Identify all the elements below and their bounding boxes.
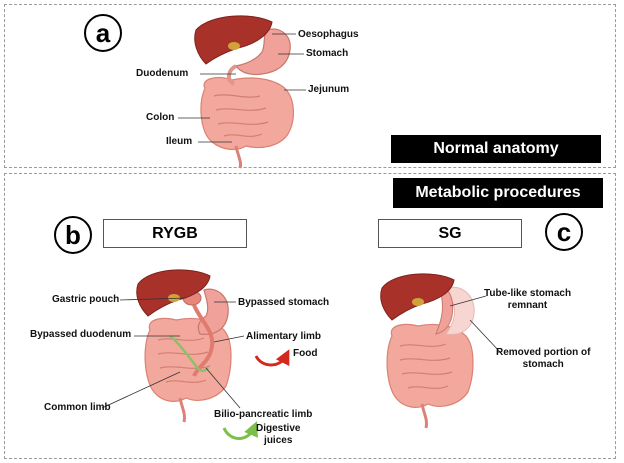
- panel-normal-anatomy: [4, 4, 616, 168]
- label-stomach: Stomach: [306, 48, 349, 59]
- panel-b-letter: b: [54, 216, 92, 254]
- normal-anatomy-figure: [194, 15, 294, 169]
- panel-a-leader-lines: [178, 33, 306, 143]
- rygb-figure: [136, 269, 232, 423]
- normal-anatomy-banner: Normal anatomy: [391, 135, 601, 163]
- sg-title-box: SG: [378, 219, 522, 248]
- label-bypassed-stomach: Bypassed stomach: [238, 297, 330, 308]
- label-bilio-pancreatic-limb: Bilio-pancreatic limb: [214, 409, 313, 420]
- label-tube-stomach: Tube-like stomach remnant: [484, 288, 572, 311]
- label-removed-portion: Removed portion of stomach: [496, 347, 591, 370]
- food-arrow: [254, 349, 290, 367]
- label-bypassed-duodenum: Bypassed duodenum: [30, 329, 132, 340]
- label-common-limb: Common limb: [44, 402, 111, 413]
- label-food: Food: [293, 348, 318, 359]
- normal-intestines: [200, 76, 294, 169]
- panel-b-leader-lines: [101, 297, 245, 409]
- rygb-title-box: RYGB: [103, 219, 247, 248]
- normal-stomach: [235, 28, 291, 76]
- digestive-juices-arrow: [222, 421, 258, 440]
- rygb-intestines: [144, 317, 232, 423]
- sg-figure: [380, 273, 475, 429]
- panel-a-letter: a: [84, 14, 122, 52]
- label-colon: Colon: [146, 112, 175, 123]
- metabolic-procedures-banner: Metabolic procedures: [393, 178, 603, 208]
- panel-c-letter: c: [545, 213, 583, 251]
- sg-intestines: [386, 323, 474, 429]
- label-digestive-juices: Digestive juices: [256, 423, 301, 446]
- panel-metabolic-procedures: [4, 173, 616, 459]
- label-ileum: Ileum: [166, 136, 193, 147]
- rygb-bypassed-stomach: [197, 288, 229, 335]
- label-duodenum: Duodenum: [136, 68, 189, 79]
- label-alimentary-limb: Alimentary limb: [246, 331, 322, 342]
- label-jejunum: Jejunum: [308, 84, 350, 95]
- panel-c-leader-lines: [449, 295, 501, 353]
- label-oesophagus: Oesophagus: [298, 29, 359, 40]
- label-gastric-pouch: Gastric pouch: [52, 294, 120, 305]
